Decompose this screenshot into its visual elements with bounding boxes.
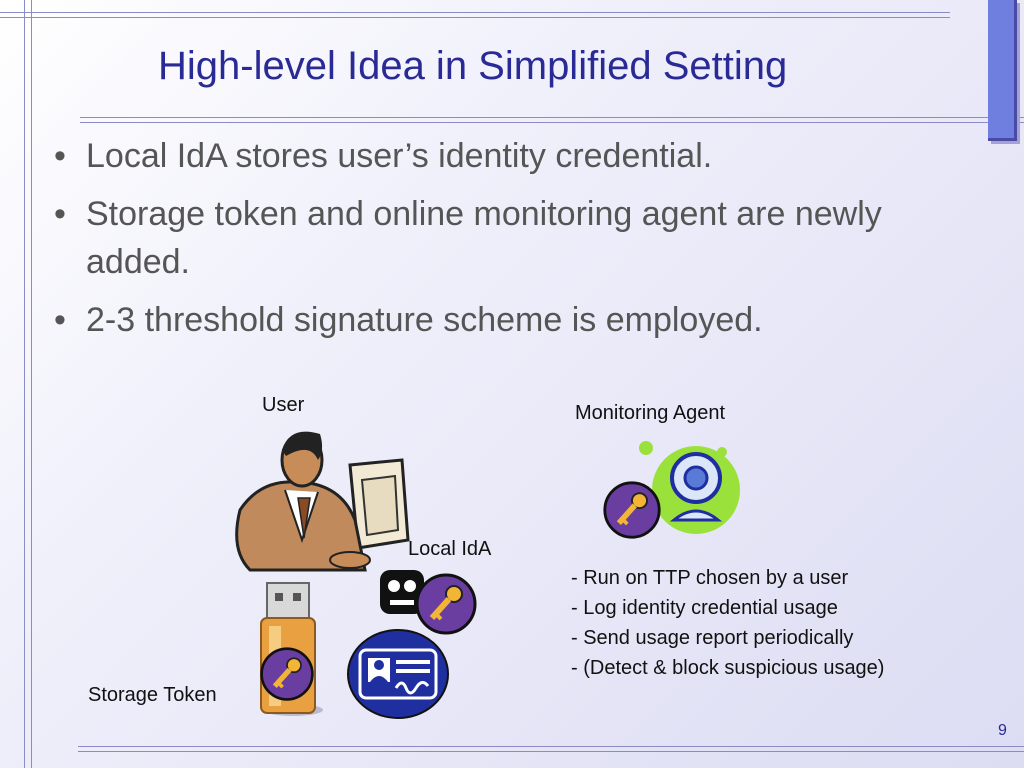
webcam-icon: [639, 441, 740, 534]
id-card-icon: [347, 629, 449, 719]
slide-title: High-level Idea in Simplified Setting: [158, 44, 788, 88]
key-icon: [415, 573, 477, 635]
frame-line-left-inner: [31, 0, 32, 768]
agent-note-line: - Log identity credential usage: [571, 597, 838, 619]
footer-line: [78, 746, 1024, 747]
bullet-text: Local IdA stores user’s identity credent…: [86, 137, 713, 175]
bullet-text: 2-3 threshold signature scheme is employ…: [86, 301, 763, 339]
storage-token-label: Storage Token: [88, 684, 217, 706]
key-icon: [260, 647, 314, 701]
title-underline-inner: [80, 122, 1024, 123]
bullet-list: • Local IdA stores user’s identity creden…: [50, 132, 950, 354]
page-number: 9: [998, 722, 1007, 739]
agent-notes: - Run on TTP chosen by a user - Log iden…: [571, 563, 884, 683]
key-icon: [603, 481, 661, 539]
bullet-glyph: •: [54, 195, 66, 233]
frame-line-top: [0, 12, 950, 13]
footer-line-inner: [78, 751, 1024, 752]
agent-note-line: - Run on TTP chosen by a user: [571, 567, 849, 589]
bullet-item: • Local IdA stores user’s identity creden…: [50, 132, 950, 180]
frame-line-top-inner: [0, 17, 950, 18]
robot-icon: [380, 570, 424, 614]
bullet-glyph: •: [54, 137, 66, 175]
corner-accent-tab: [988, 0, 1017, 141]
bullet-item: • 2-3 threshold signature scheme is emplo…: [50, 296, 950, 344]
frame-line-left: [24, 0, 25, 768]
bullet-glyph: •: [54, 301, 66, 339]
monitoring-agent-label: Monitoring Agent: [575, 402, 726, 424]
title-underline: [80, 117, 1024, 118]
user-at-computer-icon: [235, 431, 410, 572]
agent-note-line: - (Detect & block suspicious usage): [571, 657, 885, 679]
local-ida-label: Local IdA: [408, 538, 492, 560]
bullet-item: • Storage token and online monitoring age…: [50, 190, 950, 286]
agent-note-line: - Send usage report periodically: [571, 627, 854, 649]
bullet-text: Storage token and online monitoring agen…: [86, 195, 882, 281]
user-label: User: [262, 394, 305, 416]
